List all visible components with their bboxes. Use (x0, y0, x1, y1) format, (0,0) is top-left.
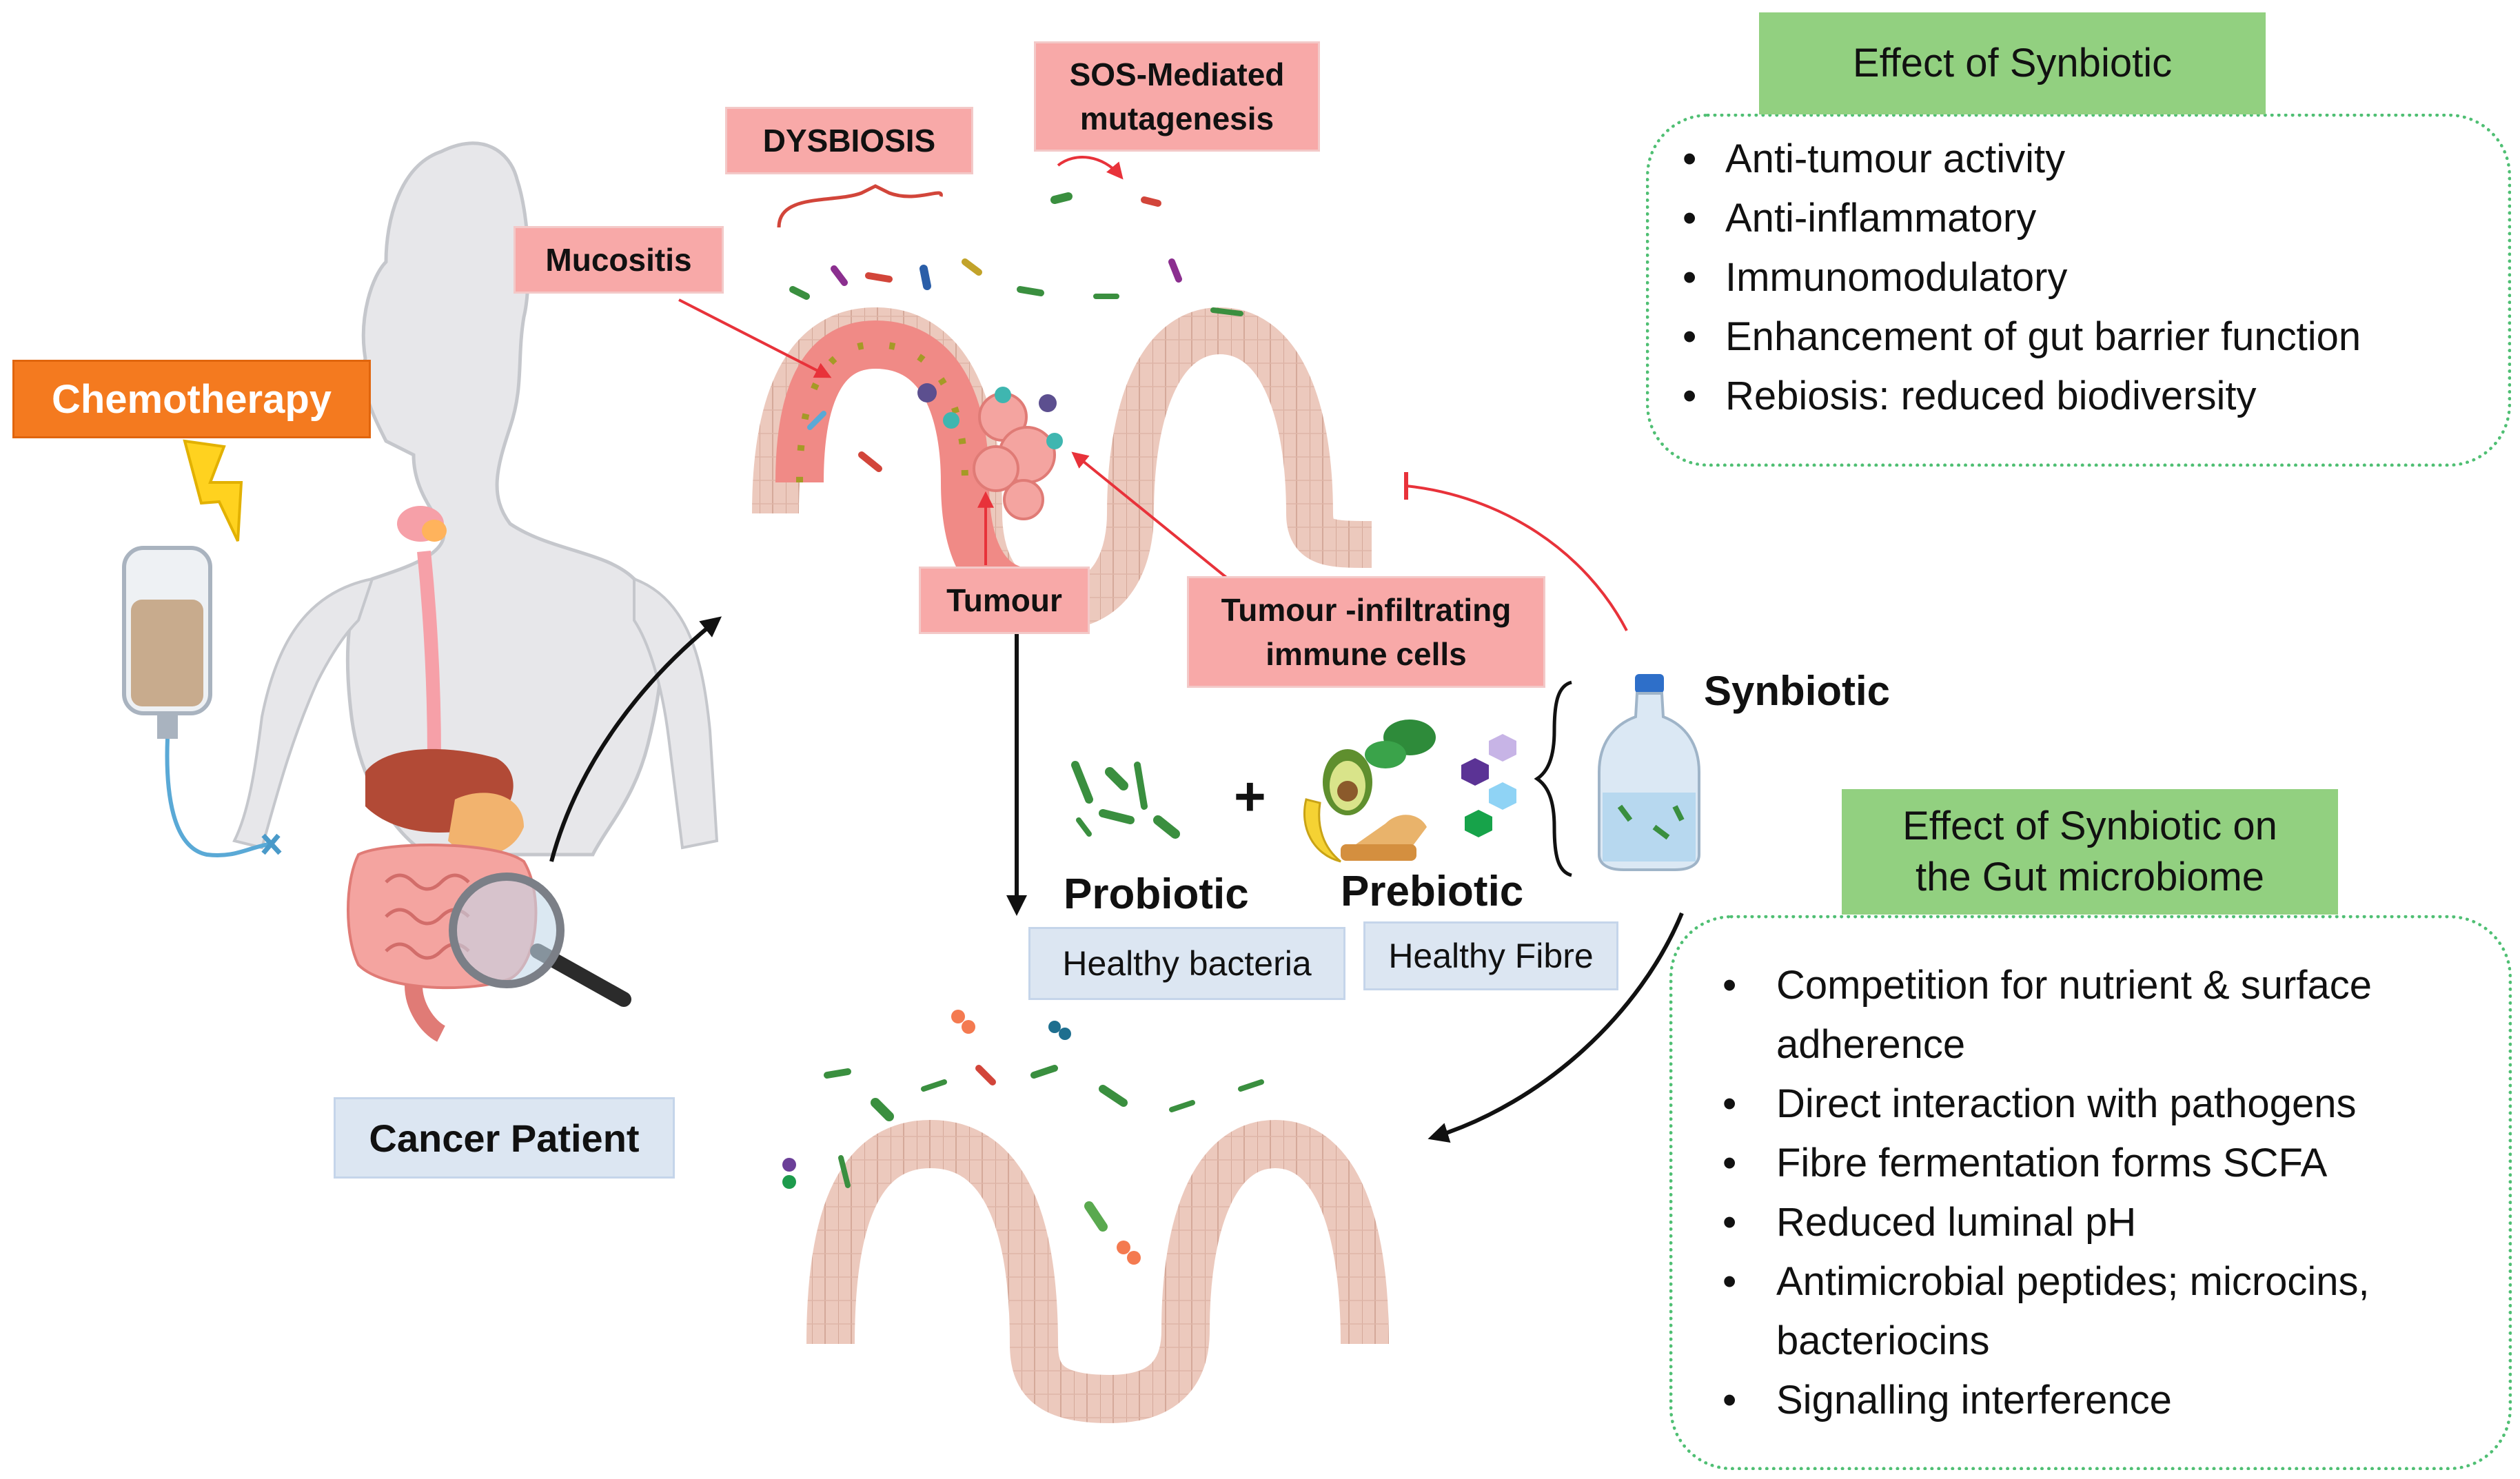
effect-item: Rebiosis: reduced biodiversity (1649, 367, 2508, 426)
microbiome-item: Signalling interference (1673, 1371, 2481, 1430)
healthy-bacteria-label: Healthy bacteria (1028, 927, 1345, 1000)
effect-item: Anti-tumour activity (1649, 130, 2508, 189)
healthy-fibre-label: Healthy Fibre (1363, 921, 1618, 990)
effect-item: Anti-inflammatory (1649, 189, 2508, 248)
microbiome-list: Competition for nutrient & surface adher… (1673, 956, 2508, 1430)
tumour-immune-label: Tumour -infiltrating immune cells (1187, 576, 1545, 688)
spinach-icon (1365, 720, 1436, 768)
human-body-icon (232, 141, 719, 1042)
effect-panel-title: Effect of Synbiotic (1759, 12, 2266, 114)
microbiome-panel: Competition for nutrient & surface adher… (1669, 915, 2512, 1470)
hexagon-icon (1461, 734, 1516, 837)
curly-brace (1534, 680, 1572, 877)
iv-bag-icon (122, 546, 282, 857)
inhibit-arrow (1405, 484, 1628, 631)
microbiome-item: Fibre fermentation forms SCFA (1673, 1134, 2481, 1193)
bottle-icon (1598, 674, 1700, 871)
effect-panel: Anti-tumour activity Anti-inflammatory I… (1646, 114, 2511, 467)
immune-cell-icon (917, 383, 1063, 449)
magnifier-icon (449, 873, 631, 1007)
effect-item: Immunomodulatory (1649, 248, 2508, 307)
avocado-icon (1323, 749, 1372, 815)
sos-curve-arrow (1057, 156, 1124, 180)
microbiome-item: Reduced luminal pH (1673, 1193, 2481, 1252)
cancer-patient-label: Cancer Patient (334, 1097, 675, 1179)
chemotherapy-label: Chemotherapy (12, 360, 371, 438)
dysbiosis-brace (777, 184, 943, 228)
microbiome-item: Antimicrobial peptides; microcins, bacte… (1673, 1252, 2481, 1371)
arrow-mucositis (678, 298, 832, 378)
inflamed-intestine (752, 307, 1372, 631)
microbiome-item: Direct interaction with pathogens (1673, 1074, 2481, 1134)
prebiotic-label: Prebiotic (1341, 868, 1524, 915)
tumour-label: Tumour (919, 567, 1090, 634)
bread-icon (1341, 815, 1427, 861)
dysbiosis-label: DYSBIOSIS (725, 107, 973, 174)
arrow-synbiotic-to-gut (1427, 912, 1684, 1143)
effect-list: Anti-tumour activity Anti-inflammatory I… (1649, 130, 2508, 426)
plus-sign: + (1234, 766, 1266, 827)
sos-mutagenesis-label: SOS-Mediated mutagenesis (1034, 41, 1320, 152)
bacteria-icon (789, 192, 1243, 472)
lightning-icon (183, 439, 243, 542)
microbiome-panel-title: Effect of Synbiotic on the Gut microbiom… (1842, 789, 2338, 915)
effect-item: Enhancement of gut barrier function (1649, 307, 2508, 367)
arrow-patient-to-gut (549, 616, 722, 862)
probiotic-label: Probiotic (1064, 870, 1249, 918)
microbiome-item: Competition for nutrient & surface adher… (1673, 956, 2481, 1074)
synbiotic-label: Synbiotic (1704, 668, 1891, 714)
bacteria-icon (782, 1010, 1264, 1265)
mucositis-label: Mucositis (514, 226, 724, 294)
bacteria-icon (1071, 761, 1180, 839)
healthy-intestine (806, 1119, 1389, 1424)
banana-icon (1303, 798, 1341, 863)
tumour-cells-icon (973, 392, 1056, 520)
